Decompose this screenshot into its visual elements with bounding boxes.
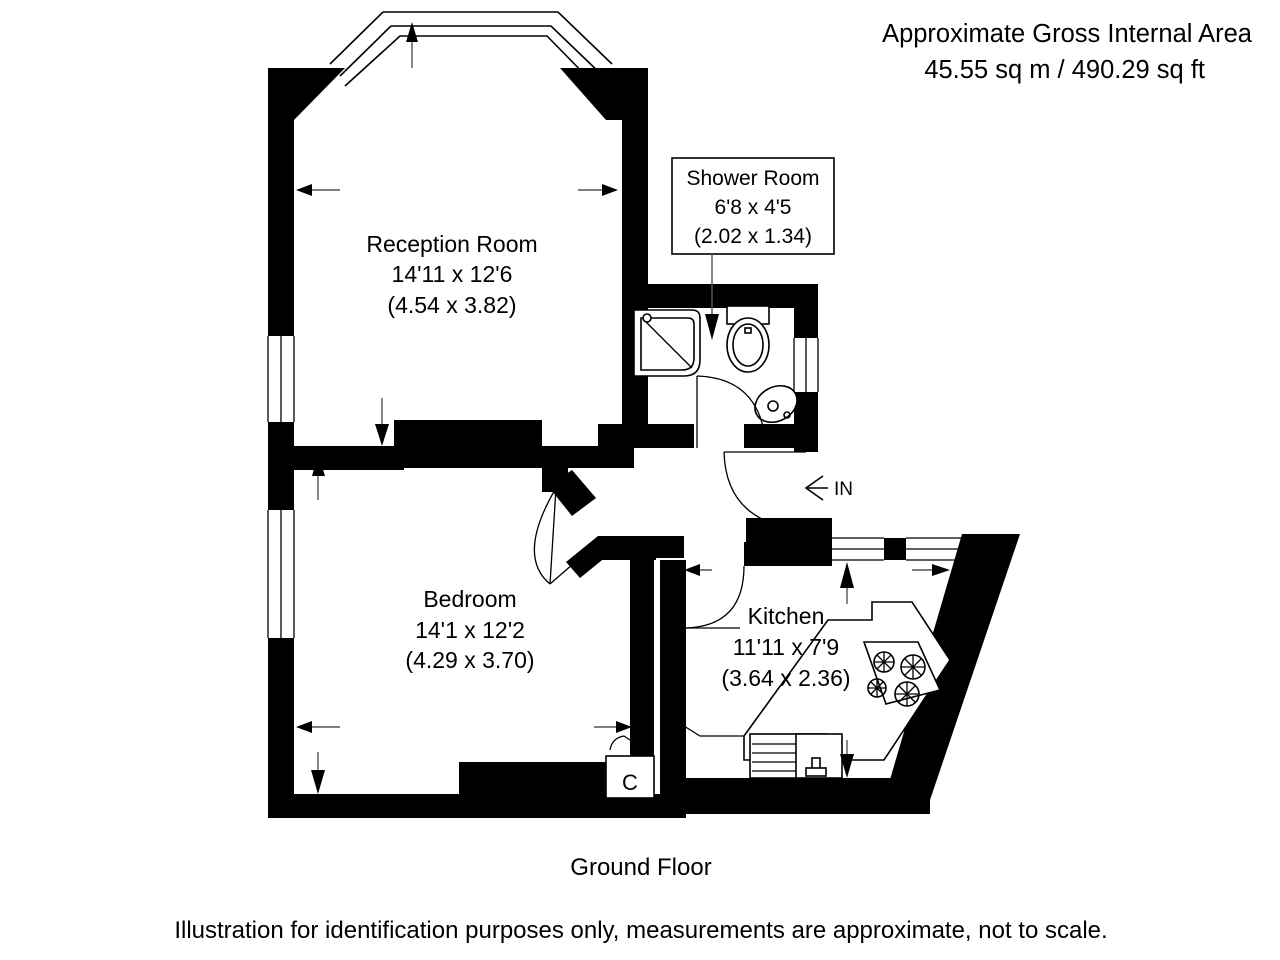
disclaimer-footer: Illustration for identification purposes… bbox=[174, 917, 1107, 944]
hob-burner-1 bbox=[873, 651, 895, 673]
window-bedroom-left bbox=[267, 510, 295, 638]
bedroom-dim-metric: (4.29 x 3.70) bbox=[405, 647, 534, 673]
wall-kitchen-bottom bbox=[684, 778, 930, 814]
reception-room-dim-metric: (4.54 x 3.82) bbox=[387, 292, 516, 318]
kitchen-dim-metric: (3.64 x 2.36) bbox=[721, 665, 850, 691]
entrance-arrow-icon bbox=[804, 475, 828, 501]
wall-bedroom-door-head bbox=[652, 536, 684, 558]
dimension-arrow-bedroom-width bbox=[296, 721, 632, 733]
shower-tray-icon bbox=[633, 309, 701, 377]
dimension-arrow-reception-width bbox=[296, 184, 618, 196]
window-shower-right bbox=[793, 338, 819, 392]
wall-bedroom-door-jamb-diagonal bbox=[566, 536, 612, 578]
dimension-arrow-reception-depth bbox=[375, 22, 418, 446]
shower-room-label-box bbox=[671, 157, 835, 255]
cupboard-door-swing-icon bbox=[609, 735, 655, 757]
reception-room-dim-imperial: 14'11 x 12'6 bbox=[392, 261, 513, 287]
wall-kitchen-head bbox=[744, 542, 832, 566]
wall-reception-right bbox=[622, 68, 648, 436]
wall-reception-diagonal-stub bbox=[548, 470, 596, 516]
wall-bedroom-top-left bbox=[294, 450, 404, 470]
dimension-arrow-kitchen-depth bbox=[840, 562, 854, 778]
kitchen-dim-imperial: 11'11 x 7'9 bbox=[733, 634, 839, 660]
hob-burner-4 bbox=[894, 681, 920, 707]
shower-room-name: Shower Room bbox=[686, 167, 819, 190]
dimension-arrow-bedroom-hall bbox=[684, 564, 712, 576]
chimney-breast-bedroom bbox=[459, 762, 606, 798]
hob-icon bbox=[862, 641, 942, 707]
wall-pier-kitchen-windows bbox=[884, 538, 906, 560]
floor-label: Ground Floor bbox=[570, 854, 711, 881]
door-swing-bedroom-icon bbox=[533, 487, 597, 585]
shower-room-dim-imperial: 6'8 x 4'5 bbox=[715, 196, 792, 219]
bedroom-group: C Bedroom 14'1 x 12'2 (4.29 x 3.70) bbox=[267, 450, 712, 818]
cupboard-box bbox=[605, 755, 655, 799]
dimension-arrow-bedroom-depth bbox=[311, 454, 325, 794]
door-swing-shower-icon bbox=[696, 375, 767, 449]
wall-shower-bottom-right bbox=[744, 424, 818, 448]
cupboard-group: C bbox=[605, 735, 655, 799]
hob-burner-2 bbox=[900, 654, 926, 680]
sink-unit-group bbox=[749, 733, 843, 779]
cupboard-label: C bbox=[622, 770, 638, 795]
window-kitchen-1 bbox=[832, 537, 884, 561]
entrance-in-label: IN bbox=[834, 479, 853, 500]
shower-room-group: Shower Room 6'8 x 4'5 (2.02 x 1.34) bbox=[622, 157, 835, 452]
shower-room-dim-metric: (2.02 x 1.34) bbox=[694, 225, 812, 248]
wall-kitchen-left bbox=[660, 560, 686, 800]
bedroom-dim-imperial: 14'1 x 12'2 bbox=[415, 617, 525, 643]
sink-tap-base-icon bbox=[805, 767, 827, 777]
wall-shower-top bbox=[622, 284, 818, 308]
gross-area-line1: Approximate Gross Internal Area bbox=[882, 20, 1253, 48]
bay-window-icon bbox=[329, 11, 613, 87]
wall-reception-left-upper bbox=[268, 68, 294, 336]
wall-shower-right-upper bbox=[794, 284, 818, 338]
gross-area-line2: 45.55 sq m / 490.29 sq ft bbox=[924, 56, 1205, 84]
reception-room-name: Reception Room bbox=[366, 231, 537, 257]
kitchen-worktop-edge-left bbox=[667, 715, 744, 737]
window-reception-left-1 bbox=[267, 336, 295, 422]
window-kitchen-2 bbox=[906, 537, 962, 561]
kitchen-group: Kitchen 11'11 x 7'9 (3.64 x 2.36) bbox=[660, 518, 1020, 814]
wall-shower-bottom-left bbox=[622, 424, 694, 448]
wall-kitchen-right-diagonal bbox=[884, 534, 1020, 800]
dimension-arrow-shower-depth bbox=[705, 300, 719, 340]
chimney-breast-reception bbox=[394, 420, 542, 448]
dimension-arrow-kitchen-width bbox=[912, 564, 950, 576]
hob-burner-3 bbox=[867, 678, 887, 698]
wall-bedroom-left-lower bbox=[268, 638, 294, 816]
toilet-icon bbox=[726, 305, 770, 373]
kitchen-name: Kitchen bbox=[748, 603, 825, 629]
wall-reception-bottom-right-stub bbox=[604, 446, 634, 468]
door-swing-kitchen-icon bbox=[685, 565, 745, 629]
bedroom-name: Bedroom bbox=[423, 586, 516, 612]
basin-icon bbox=[754, 384, 798, 424]
